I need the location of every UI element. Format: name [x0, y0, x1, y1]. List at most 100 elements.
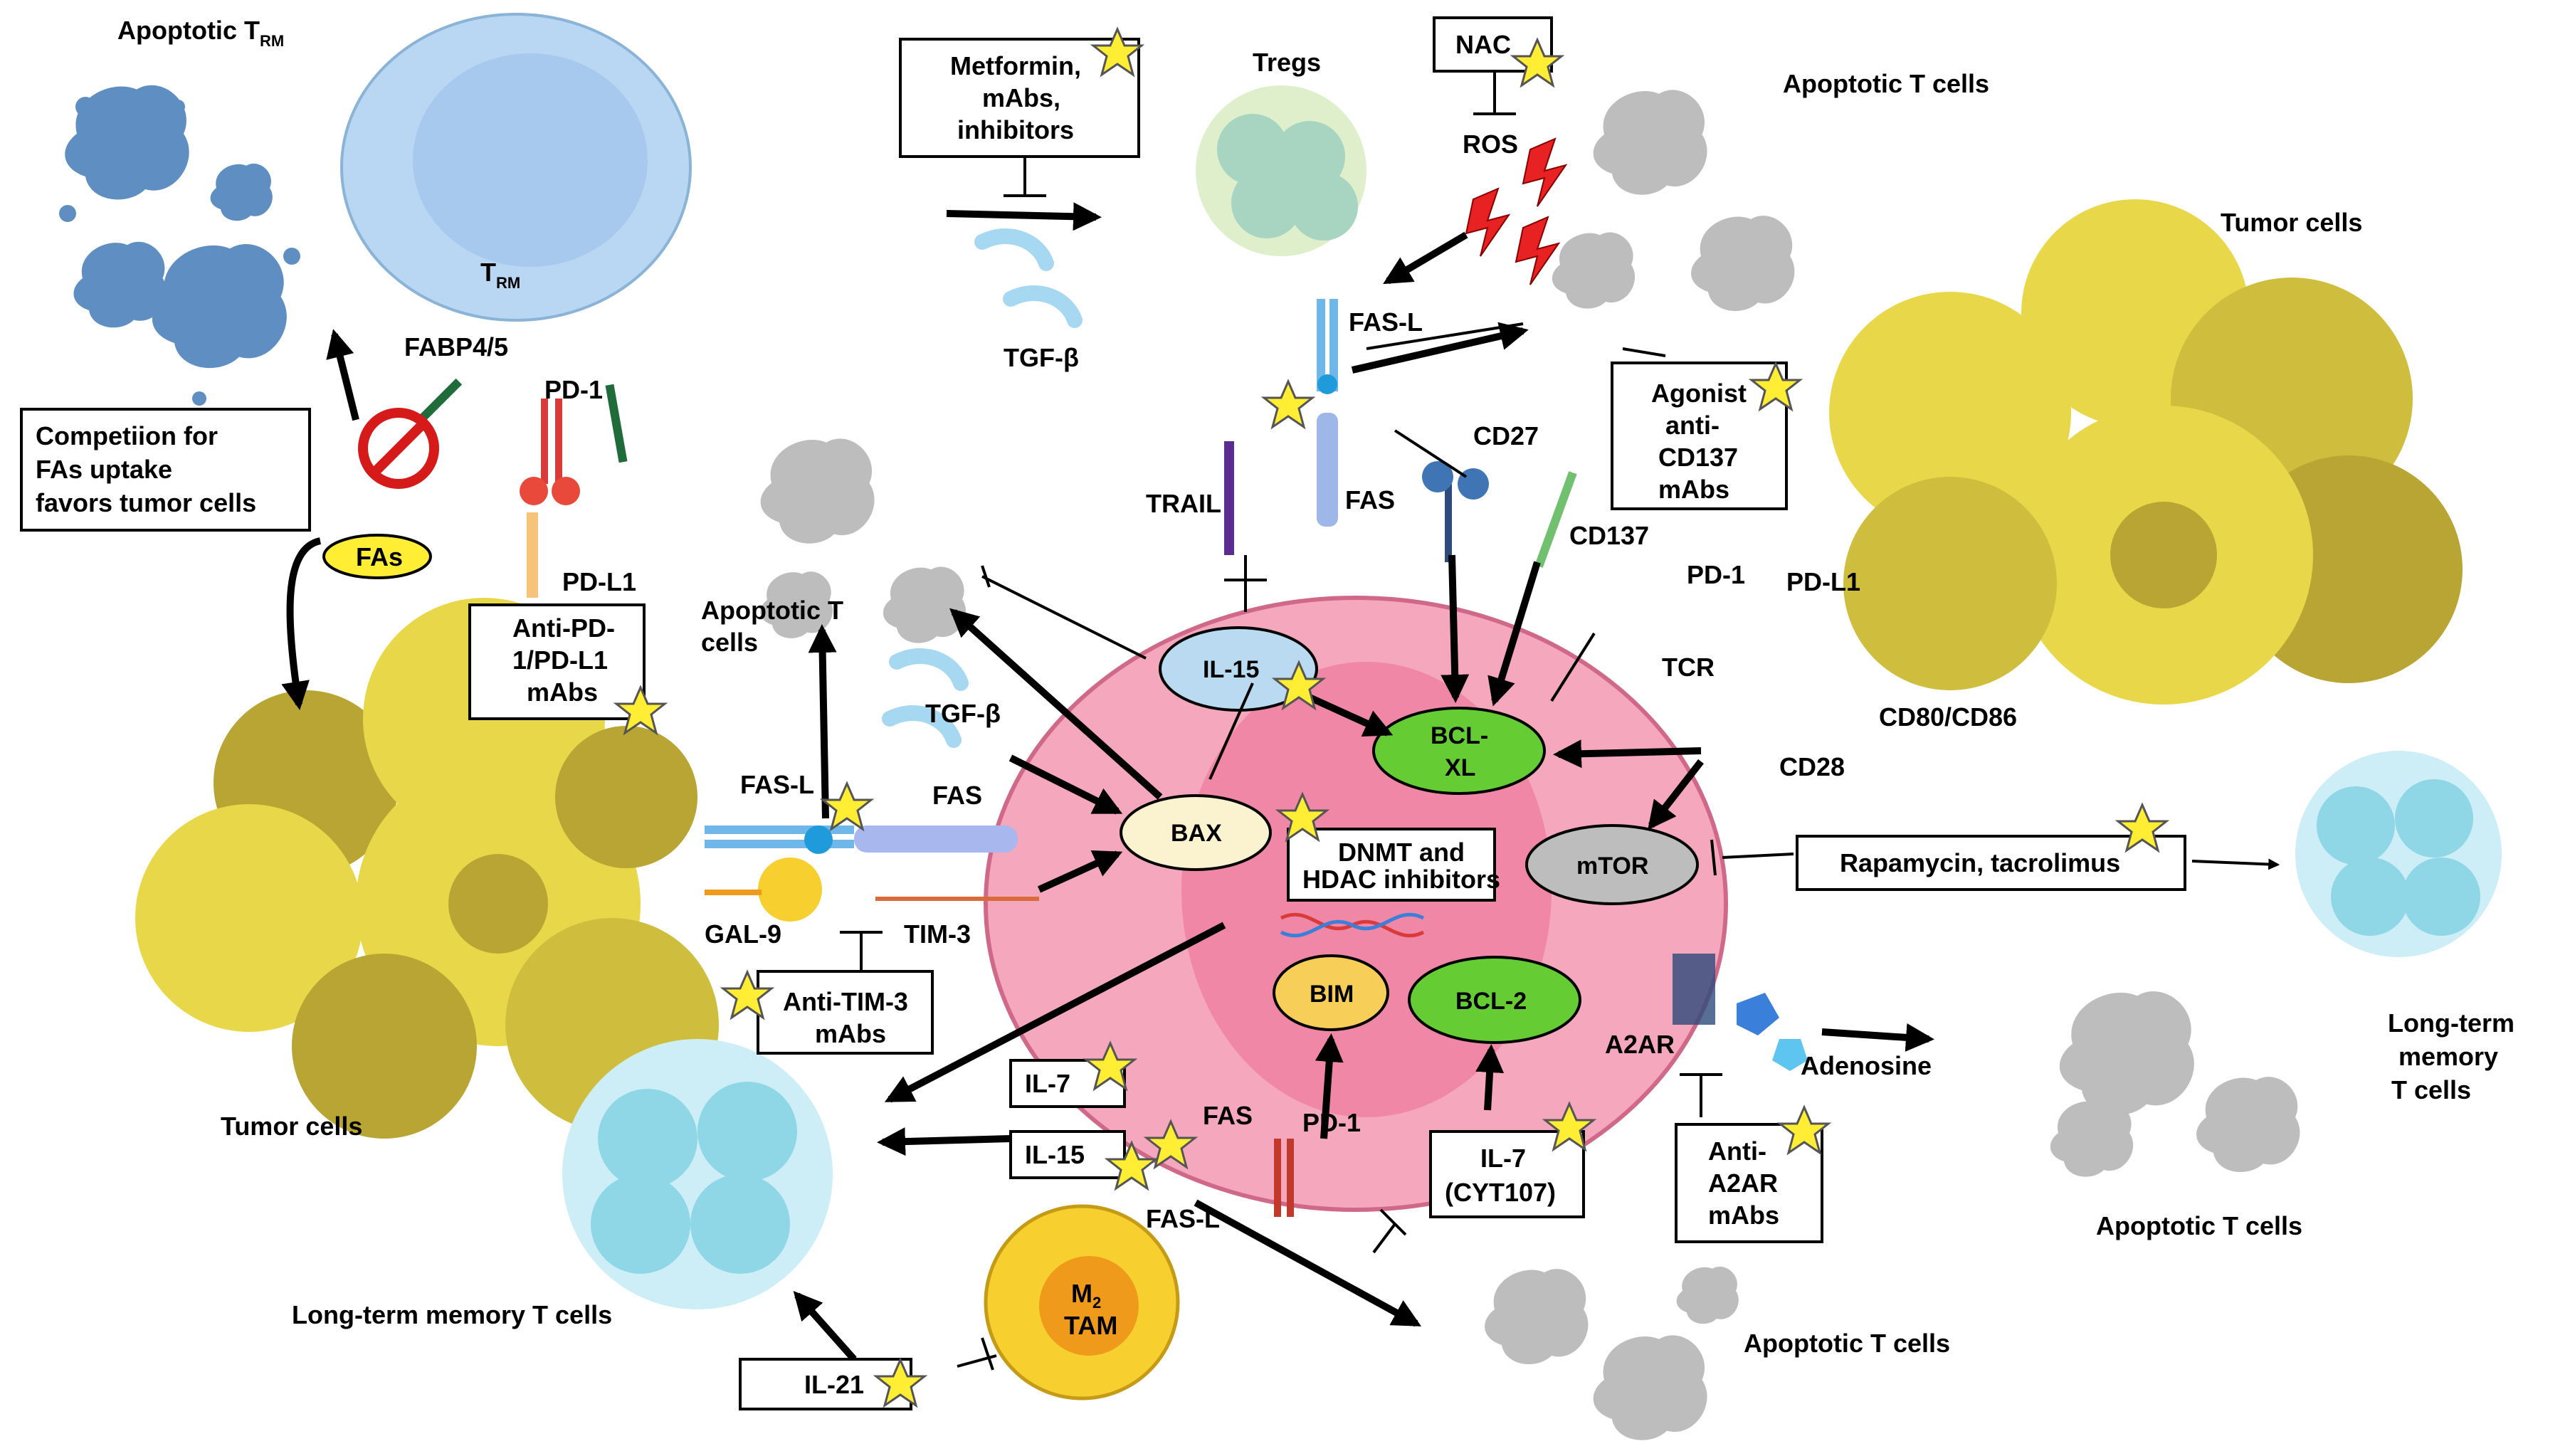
long-term-right-line-1: Long-term	[2388, 1008, 2514, 1038]
tgfb-mid-label: TGF-β	[925, 699, 1001, 728]
fas-top-label: FAS	[1345, 485, 1395, 515]
competition-line-1: Competiion for	[36, 421, 218, 450]
il7-left-label: IL-7	[1025, 1069, 1070, 1098]
long-term-left-label: Long-term memory T cells	[292, 1300, 612, 1329]
fas-pill-label: FAs	[356, 542, 403, 571]
pd1-bottom-label: PD-1	[1302, 1108, 1361, 1137]
adenosine-label: Adenosine	[1801, 1051, 1932, 1080]
cd137-label: CD137	[1569, 521, 1649, 550]
metformin-line-1: Metformin,	[950, 51, 1081, 80]
il7-cyt-line-2: (CYT107)	[1445, 1178, 1556, 1207]
nac-label: NAC	[1455, 30, 1511, 59]
competition-line-3: favors tumor cells	[36, 488, 256, 517]
apoptotic-trm-label: Apoptotic TRM	[117, 16, 284, 50]
bim-label: BIM	[1310, 981, 1354, 1008]
node-bim	[1273, 954, 1389, 1031]
anti-a2ar-line-3: mAbs	[1708, 1201, 1779, 1230]
trm-label: TRM	[480, 258, 520, 292]
lightning-icon	[1465, 137, 1568, 285]
node-mtor	[1525, 824, 1699, 905]
anti-a2ar-line-2: A2AR	[1708, 1169, 1778, 1198]
tumor-cells-right	[1829, 199, 2463, 705]
metformin-line-3: inhibitors	[957, 115, 1074, 144]
pd1-right-label: PD-1	[1687, 560, 1745, 589]
apoptotic-mid-left-line-1: Apoptotic T	[701, 596, 843, 625]
mtor-label: mTOR	[1576, 853, 1648, 880]
pd1-top-label: PD-1	[544, 375, 603, 404]
trail-label: TRAIL	[1146, 489, 1221, 518]
tam-label: TAM	[1064, 1311, 1117, 1340]
tregs-label: Tregs	[1253, 48, 1321, 77]
il15-left-label: IL-15	[1025, 1140, 1085, 1169]
anti-a2ar-line-1: Anti-	[1708, 1136, 1766, 1166]
fas-pill	[322, 534, 432, 579]
tim3-label: TIM-3	[904, 919, 971, 949]
bax-label: BAX	[1171, 820, 1222, 847]
label-boxes	[20, 16, 2186, 1410]
anti-tim3-line-2: mAbs	[815, 1019, 886, 1048]
agonist-line-1: Agonist	[1651, 379, 1747, 408]
receptor-icon	[400, 299, 1808, 1217]
dna-icon	[1280, 912, 1425, 938]
pathway-arrows	[281, 71, 2280, 1371]
anti-pd1-line-3: mAbs	[527, 677, 598, 707]
node-il15-center	[1159, 626, 1318, 712]
tgfb-top-label: TGF-β	[1004, 343, 1079, 372]
bcl2-label: BCL-2	[1455, 988, 1527, 1015]
long-term-right-line-2: memory	[2398, 1042, 2498, 1071]
agonist-line-4: mAbs	[1658, 475, 1729, 504]
tregs-cluster	[1196, 85, 1366, 256]
fabp-label: FABP4/5	[404, 332, 508, 362]
m2-label: M2	[1071, 1279, 1101, 1312]
trm-cell	[340, 13, 692, 322]
m2-tam-cell	[984, 1204, 1180, 1400]
long-term-right-line-3: T cells	[2391, 1075, 2471, 1104]
gal9-label: GAL-9	[705, 919, 781, 949]
agonist-line-2: anti-	[1665, 411, 1720, 440]
fas-bottom-label: FAS	[1203, 1101, 1253, 1130]
apoptotic-trm-cells	[59, 85, 300, 406]
agonist-line-3: CD137	[1658, 443, 1738, 472]
bcl-xl-line-1: BCL-	[1431, 722, 1488, 749]
tumor-right-label: Tumor cells	[2221, 208, 2362, 237]
anti-pd1-line-1: Anti-PD-	[512, 613, 615, 643]
bcl-xl-line-2: XL	[1445, 754, 1475, 781]
tcr-label: TCR	[1662, 653, 1715, 682]
dnmt-line-1: DNMT and	[1338, 838, 1465, 867]
anti-pd1-line-2: 1/PD-L1	[512, 645, 608, 675]
competition-line-2: FAs uptake	[36, 455, 172, 484]
cd27-label: CD27	[1473, 421, 1539, 450]
il15-center-label: IL-15	[1203, 656, 1259, 683]
cd28-label: CD28	[1779, 752, 1845, 781]
fas-left-label: FAS	[932, 781, 982, 810]
memory-t-cells-left	[562, 1039, 833, 1309]
apoptotic-bottom-label: Apoptotic T cells	[1744, 1329, 1950, 1358]
node-bax	[1120, 794, 1272, 871]
ros-label: ROS	[1463, 130, 1518, 159]
anti-tim3-line-1: Anti-TIM-3	[783, 987, 908, 1016]
text-labels: Apoptotic TRM TRM FABP4/5 PD-1 Competiio…	[36, 16, 2514, 1399]
fasl-left-label: FAS-L	[740, 770, 814, 799]
pdl1-left-label: PD-L1	[562, 567, 636, 596]
apoptotic-bottom-right-label: Apoptotic T cells	[2096, 1211, 2302, 1240]
tumor-left-label: Tumor cells	[221, 1112, 362, 1141]
dnmt-line-2: HDAC inhibitors	[1302, 865, 1500, 894]
fasl-top-label: FAS-L	[1349, 307, 1423, 337]
apoptotic-top-right-label: Apoptotic T cells	[1783, 69, 1989, 98]
il21-label: IL-21	[804, 1370, 864, 1399]
rapamycin-label: Rapamycin, tacrolimus	[1840, 848, 2120, 877]
prohibited-icon	[358, 408, 439, 489]
memory-t-cells-right	[2295, 751, 2502, 957]
cd80-label: CD80/CD86	[1879, 702, 2017, 732]
node-bcl-xl	[1372, 707, 1546, 795]
node-bcl2	[1408, 956, 1581, 1044]
pdl1-right-label: PD-L1	[1786, 567, 1860, 596]
apoptotic-mid-left-line-2: cells	[701, 628, 758, 657]
fasl-bottom-label: FAS-L	[1146, 1204, 1220, 1233]
a2ar-label: A2AR	[1605, 1030, 1675, 1059]
tgf-beta-molecules	[882, 228, 1083, 748]
il7-cyt-line-1: IL-7	[1480, 1144, 1526, 1173]
metformin-line-2: mAbs,	[982, 83, 1060, 112]
